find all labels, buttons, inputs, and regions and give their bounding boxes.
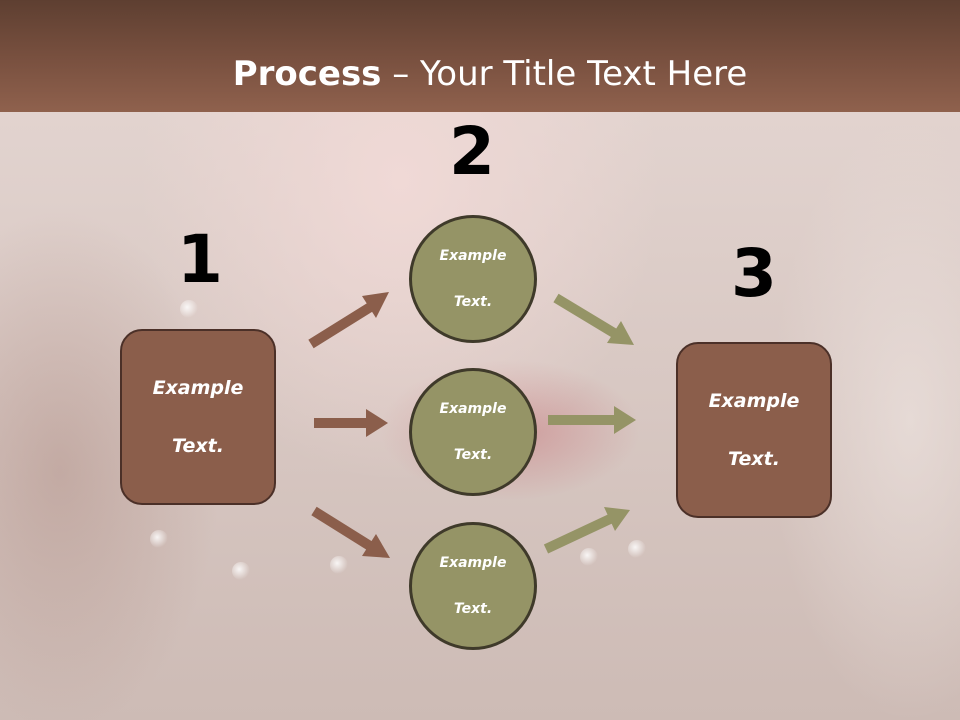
title-bold: Process (232, 54, 382, 94)
title-rest: – Your Title Text Here (381, 54, 748, 94)
arrow-box-to-circle-top (308, 292, 389, 349)
step-number-2: 2 (449, 113, 495, 190)
bokeh-highlight (180, 300, 198, 318)
box-right-line1: Example (708, 389, 800, 412)
bokeh-highlight (628, 540, 646, 558)
arrow-box-to-circle-middle (314, 409, 388, 437)
circle-middle-line2: Text. (453, 446, 493, 463)
box-right-line2: Text. (728, 447, 780, 470)
step-number-3: 3 (731, 235, 777, 312)
circle-bottom-line1: Example (439, 554, 507, 571)
step-number-1: 1 (177, 221, 223, 298)
box-left-line2: Text. (172, 434, 224, 457)
circle-top-line2: Text. (453, 293, 493, 310)
circle-top-line1: Example (439, 247, 507, 264)
circle-bottom-line2: Text. (453, 600, 493, 617)
bokeh-highlight (580, 548, 598, 566)
box-left-line1: Example (152, 376, 244, 399)
bokeh-highlight (330, 556, 348, 574)
circle-middle-line1: Example (439, 400, 507, 417)
title-bar (0, 0, 960, 112)
arrow-circle-top-to-box (553, 293, 634, 345)
arrow-circle-middle-to-box (548, 406, 636, 434)
arrow-circle-bottom-to-box (543, 507, 630, 554)
slide-title: Process – Your Title Text Here (0, 52, 960, 96)
arrow-box-to-circle-bottom (311, 506, 390, 558)
bokeh-highlight (232, 562, 250, 580)
bokeh-highlight (150, 530, 168, 548)
